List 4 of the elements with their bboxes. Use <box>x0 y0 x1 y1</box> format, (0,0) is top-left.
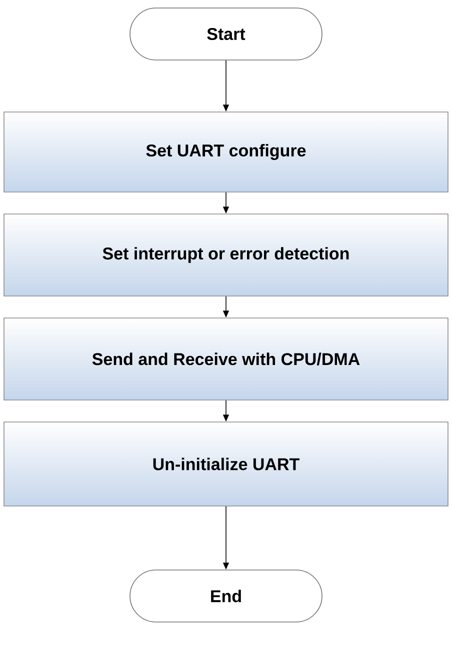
process-box: Set UART configure <box>4 112 448 192</box>
process-box: Send and Receive with CPU/DMA <box>4 318 448 400</box>
process-box: Un-initialize UART <box>4 422 448 506</box>
process-box: Set interrupt or error detection <box>4 214 448 296</box>
